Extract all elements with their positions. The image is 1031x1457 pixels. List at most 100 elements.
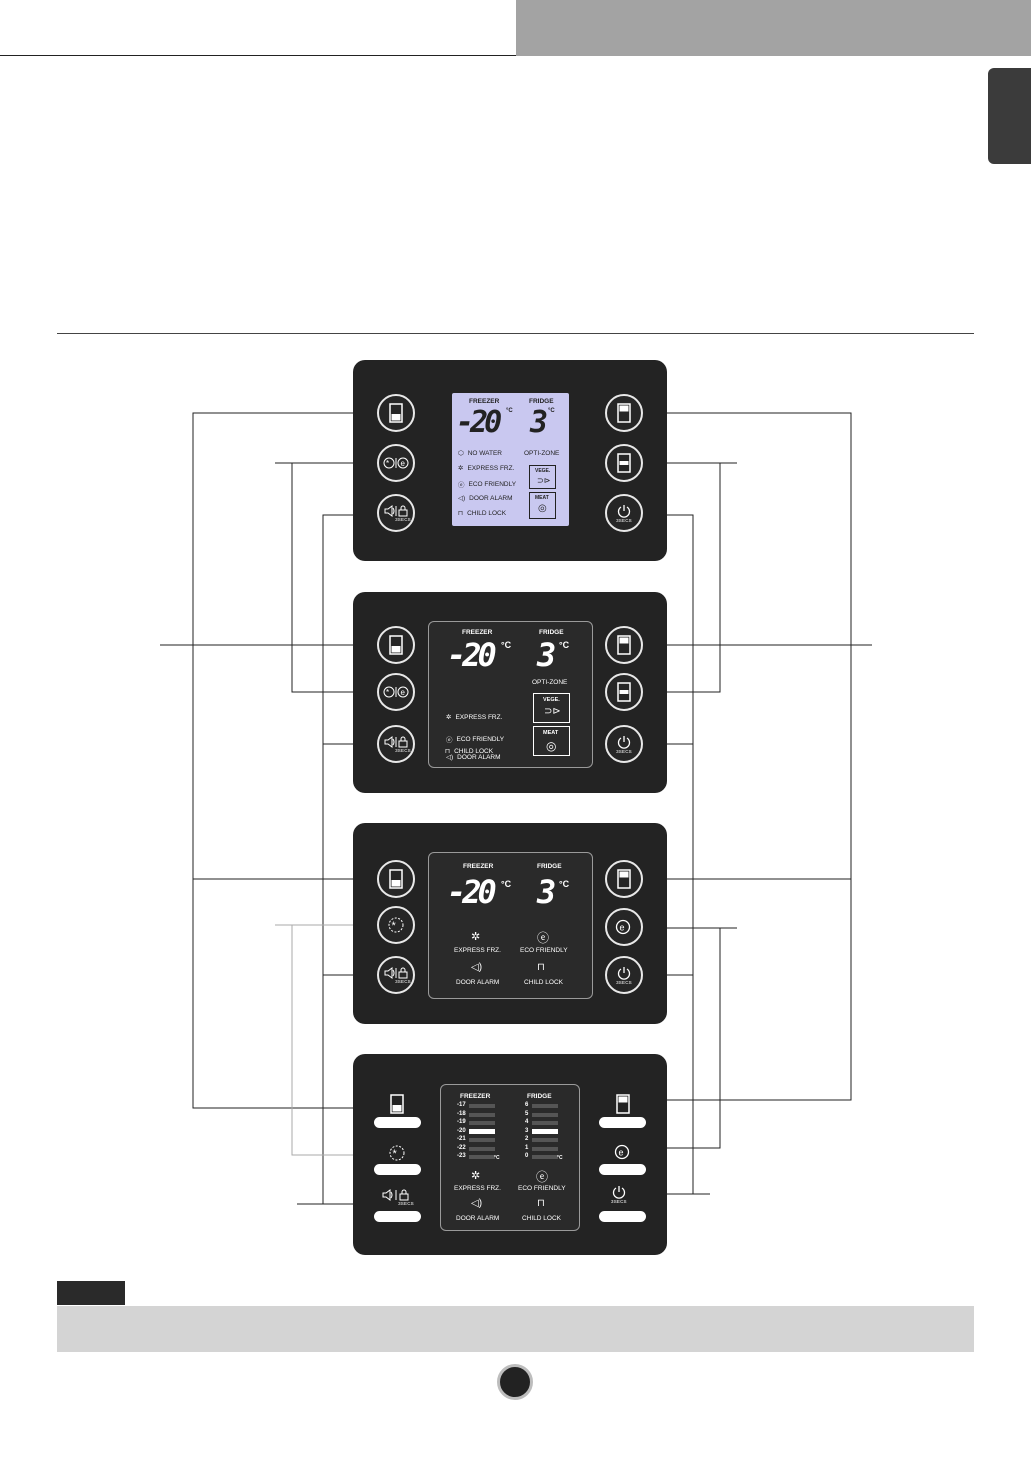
control-panel-3: * 3SECS FREEZER FRIDGE -20 °C 3 °C ✲ EXP… xyxy=(353,823,667,1024)
alarm-lock-button[interactable]: 3SECS xyxy=(377,494,415,532)
fridge-touch-pad[interactable] xyxy=(599,1117,646,1128)
fridge-button[interactable] xyxy=(605,394,643,432)
freezer-temp: -20 xyxy=(456,405,502,440)
freezer-scale-label: -23 xyxy=(457,1153,466,1159)
freezer-door-icon xyxy=(390,1094,404,1114)
alarm-lock-button[interactable]: 3SECS xyxy=(377,956,415,994)
opti-zone-door-icon xyxy=(617,682,631,702)
freezer-door-icon xyxy=(389,869,403,889)
fridge-deg: °C xyxy=(548,408,555,414)
note-bar xyxy=(57,1306,974,1352)
child-lock-label: CHILD LOCK xyxy=(522,1215,562,1222)
power-touch-pad[interactable] xyxy=(599,1211,646,1222)
express-eco-button[interactable]: *e xyxy=(377,444,415,482)
freezer-scale-bar xyxy=(469,1155,495,1159)
fridge-scale-bar xyxy=(532,1121,558,1125)
freezer-button[interactable] xyxy=(377,860,415,898)
fridge-deg: °C xyxy=(559,640,570,650)
feature-express: ✲EXPRESS FRZ. xyxy=(458,464,515,473)
eco-icon: ⓔ xyxy=(446,737,453,744)
meat-icon: ◎ xyxy=(538,503,547,514)
eco-button[interactable]: e xyxy=(614,1143,634,1166)
power-button[interactable]: 3SECS xyxy=(605,494,643,532)
side-tab xyxy=(988,68,1031,164)
door-alarm-label: DOOR ALARM xyxy=(456,1215,500,1222)
fridge-scale-label: 5 xyxy=(525,1110,529,1117)
freezer-deg: °C xyxy=(506,408,513,414)
freezer-temp: -20 xyxy=(447,873,497,911)
feature-child-lock: ⊓CHILD LOCK xyxy=(445,747,494,756)
fridge-scale-label: 3 xyxy=(525,1127,529,1134)
alarm-touch-pad[interactable] xyxy=(374,1211,421,1222)
feature-door-alarm: ◁)DOOR ALARM xyxy=(446,753,501,762)
power-button[interactable]: 3SECS xyxy=(605,725,643,763)
display-window: FREEZER FRIDGE -20 °C 3 °C ✲EXPRESS FRZ.… xyxy=(428,621,593,768)
secs-label: 3SECS xyxy=(395,516,411,522)
fridge-label: FRIDGE xyxy=(529,398,554,405)
eco-icon: ⓔ xyxy=(537,931,550,945)
fridge-button[interactable] xyxy=(616,1094,630,1119)
display-window: FREEZER FRIDGE -20 °C 3 °C ✲ EXPRESS FRZ… xyxy=(428,852,593,999)
power-button[interactable]: 3SECS xyxy=(611,1185,627,1204)
freezer-button[interactable] xyxy=(390,1094,404,1119)
control-panel-1: *e 3SECS FREEZER FRIDGE -20 °C 3 °C ⬡NO … xyxy=(353,360,667,561)
freezer-touch-pad[interactable] xyxy=(374,1117,421,1128)
fridge-scale-label: 4 xyxy=(525,1119,529,1125)
express-freeze-button[interactable]: * xyxy=(388,1144,406,1167)
snowflake-icon: ✲ xyxy=(471,1170,481,1182)
express-touch-pad[interactable] xyxy=(374,1164,421,1175)
freezer-scale-label: -22 xyxy=(457,1144,466,1151)
page-number-badge xyxy=(497,1364,533,1400)
power-button[interactable]: 3SECS xyxy=(605,956,643,994)
speaker-icon: ◁) xyxy=(446,754,454,761)
freezer-door-icon xyxy=(389,403,403,423)
snowflake-icon: ✲ xyxy=(458,465,464,472)
express-eco-icon: *e xyxy=(383,686,409,698)
opti-zone-button[interactable] xyxy=(605,673,643,711)
svg-text:*: * xyxy=(386,459,389,468)
alarm-lock-button[interactable]: 3SECS xyxy=(377,725,415,763)
freezer-button[interactable] xyxy=(377,394,415,432)
svg-text:*: * xyxy=(392,920,397,932)
feature-child-lock: ⊓CHILD LOCK xyxy=(458,509,507,518)
eco-touch-pad[interactable] xyxy=(599,1164,646,1175)
fridge-scale-bar xyxy=(532,1146,558,1151)
freezer-scale-label: -18 xyxy=(457,1110,466,1117)
lcd-display: FREEZER FRIDGE -20 °C 3 °C ⬡NO WATER ✲EX… xyxy=(452,393,569,526)
meat-box: MEAT ◎ xyxy=(533,726,570,756)
freezer-label: FREEZER xyxy=(463,863,494,870)
freezer-scale-bar xyxy=(469,1146,495,1151)
fridge-button[interactable] xyxy=(605,860,643,898)
lock-icon: ⊓ xyxy=(458,510,464,517)
express-freeze-icon: * xyxy=(389,1145,405,1161)
fridge-scale-label: 1 xyxy=(525,1144,529,1151)
freezer-button[interactable] xyxy=(377,626,415,664)
opti-zone-button[interactable] xyxy=(605,444,643,482)
lock-icon: ⊓ xyxy=(445,748,451,755)
express-label: EXPRESS FRZ. xyxy=(454,1185,501,1192)
express-eco-button[interactable]: *e xyxy=(377,673,415,711)
snowflake-icon: ✲ xyxy=(446,714,452,721)
freezer-scale-bar xyxy=(469,1104,495,1108)
fridge-scale-label: 0 xyxy=(525,1153,529,1159)
fridge-temp: 3 xyxy=(537,636,556,674)
door-alarm-label: DOOR ALARM xyxy=(456,979,500,986)
eco-icon: ⓔ xyxy=(458,482,465,489)
express-freeze-button[interactable]: * xyxy=(377,906,415,944)
opti-zone-door-icon xyxy=(617,453,631,473)
power-icon xyxy=(612,1186,626,1199)
secs-label: 3SECS xyxy=(616,979,632,985)
eco-button[interactable]: e xyxy=(605,908,643,946)
fridge-label: FRIDGE xyxy=(527,1093,552,1100)
secs-label: 3SECS xyxy=(398,1201,414,1206)
fridge-door-icon xyxy=(616,1094,630,1114)
freezer-scale-bar xyxy=(469,1138,495,1142)
power-icon xyxy=(617,504,631,518)
fridge-button[interactable] xyxy=(605,626,643,664)
speaker-icon: ◁) xyxy=(471,1198,483,1209)
alarm-lock-button[interactable]: 3SECS xyxy=(381,1189,415,1206)
control-panel-4: * 3SECS FREEZER FRIDGE -17-18-19-20-21-2… xyxy=(353,1054,667,1255)
